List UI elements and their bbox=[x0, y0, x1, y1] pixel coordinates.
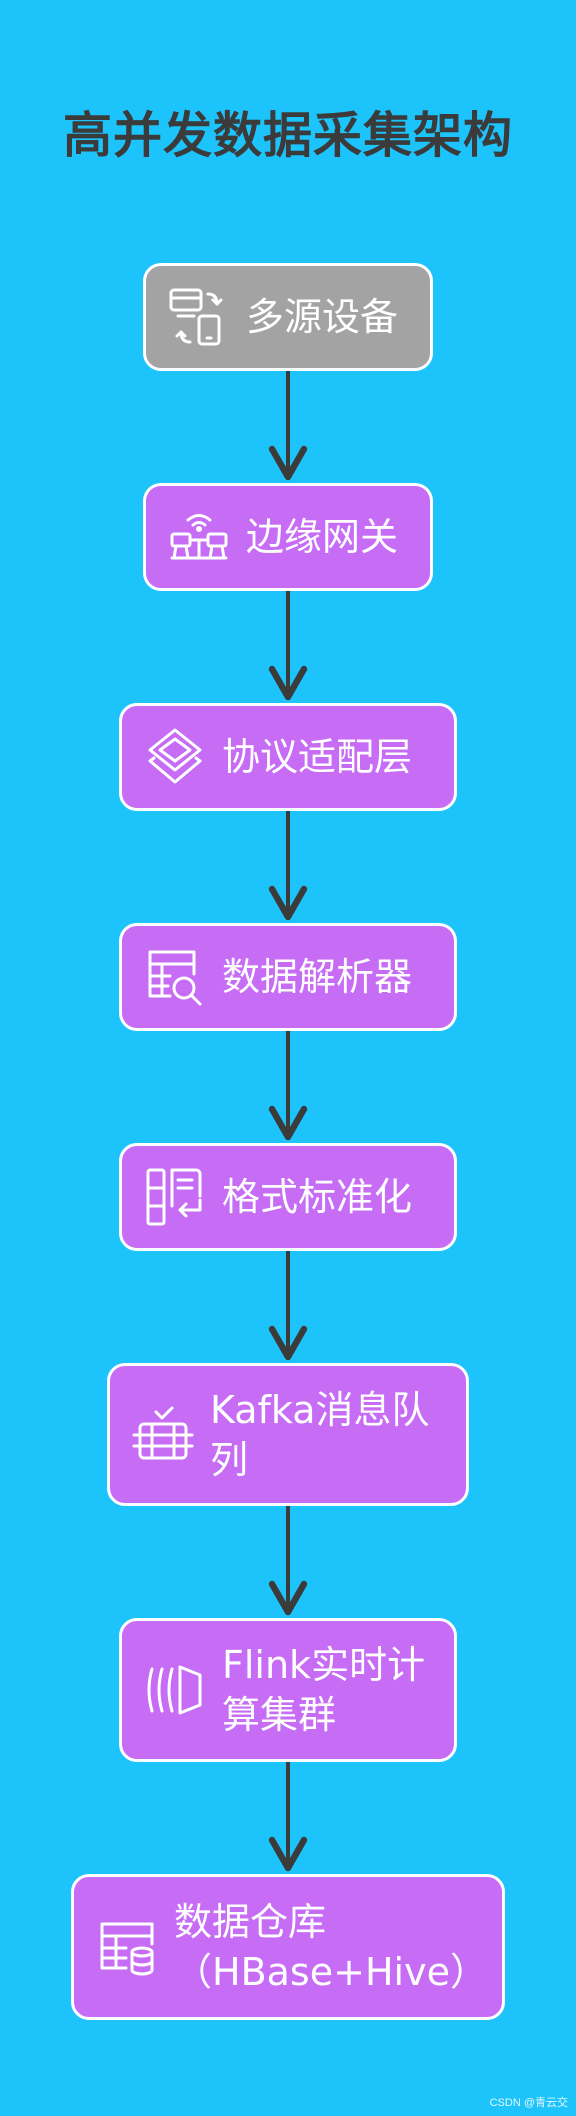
node-label: 数据解析器 bbox=[222, 955, 413, 999]
node-format-normalization[interactable]: 格式标准化 bbox=[119, 1143, 457, 1251]
diagram-title: 高并发数据采集架构 bbox=[62, 107, 513, 164]
node-label: Flink实时计算集群 bbox=[222, 1643, 426, 1737]
node-flink-cluster[interactable]: Flink实时计算集群 bbox=[119, 1618, 457, 1762]
watermark: CSDN @青云交 bbox=[489, 2097, 568, 2109]
devices-sync-icon bbox=[168, 286, 230, 348]
node-protocol-adapter[interactable]: 协议适配层 bbox=[119, 703, 457, 811]
message-queue-icon bbox=[132, 1404, 194, 1466]
node-label: 多源设备 bbox=[246, 295, 399, 339]
node-label: 数据仓库（HBase+Hive） bbox=[174, 1900, 488, 1994]
format-list-icon bbox=[144, 1166, 206, 1228]
node-label: 协议适配层 bbox=[222, 735, 413, 779]
layers-icon bbox=[144, 726, 206, 788]
node-edge-gateway[interactable]: 边缘网关 bbox=[143, 483, 433, 591]
node-label: 格式标准化 bbox=[222, 1175, 413, 1219]
node-label: 边缘网关 bbox=[246, 515, 399, 559]
table-search-icon bbox=[144, 946, 206, 1008]
node-data-parser[interactable]: 数据解析器 bbox=[119, 923, 457, 1031]
database-table-icon bbox=[96, 1916, 158, 1978]
node-data-warehouse[interactable]: 数据仓库（HBase+Hive） bbox=[71, 1874, 505, 2020]
stream-compute-icon bbox=[144, 1659, 206, 1721]
node-multi-source-devices[interactable]: 多源设备 bbox=[143, 263, 433, 371]
node-kafka-queue[interactable]: Kafka消息队列 bbox=[107, 1363, 469, 1506]
network-gateway-icon bbox=[168, 506, 230, 568]
node-label: Kafka消息队列 bbox=[210, 1387, 430, 1482]
